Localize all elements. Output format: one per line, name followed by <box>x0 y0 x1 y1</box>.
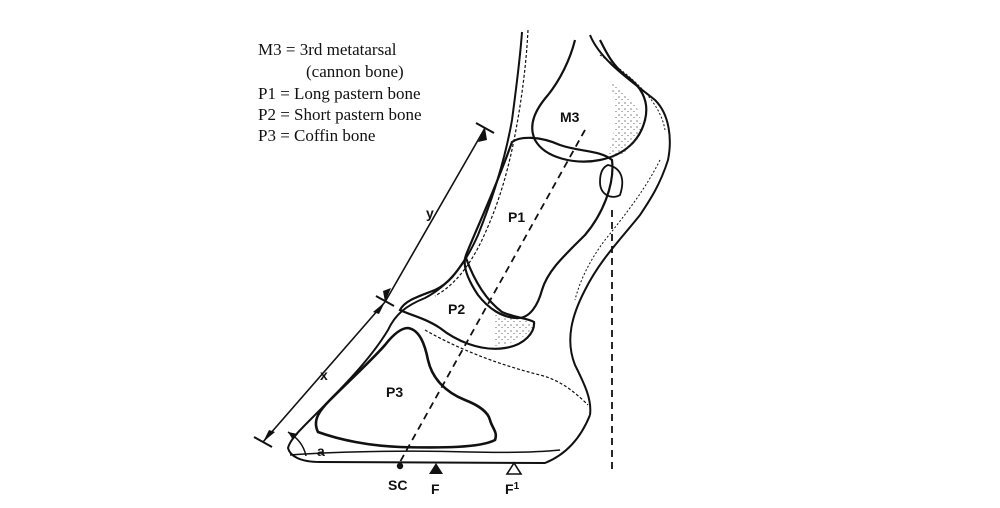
arrow-x-top <box>373 302 385 314</box>
sole-line <box>290 450 560 455</box>
label-f: F <box>431 481 440 497</box>
label-p3: P3 <box>386 384 403 400</box>
bone-p3-shape <box>316 328 496 447</box>
label-f1: F1 <box>505 481 520 497</box>
label-sc: SC <box>388 477 407 493</box>
sc-point <box>397 463 403 469</box>
label-p2: P2 <box>448 301 465 317</box>
label-a: a <box>317 443 325 459</box>
f-marker <box>429 463 443 474</box>
arrow-x-bottom <box>263 430 275 442</box>
label-p1: P1 <box>508 209 525 225</box>
bone-m3-stipple <box>605 80 641 160</box>
f1-marker <box>507 463 521 474</box>
label-y: y <box>426 205 434 221</box>
arrow-y-top <box>478 128 487 142</box>
label-m3: M3 <box>560 109 580 125</box>
label-x: x <box>320 367 328 383</box>
bone-p1-shape <box>465 138 613 318</box>
label-f1-sup: 1 <box>514 481 520 492</box>
measure-line-y <box>385 128 485 302</box>
